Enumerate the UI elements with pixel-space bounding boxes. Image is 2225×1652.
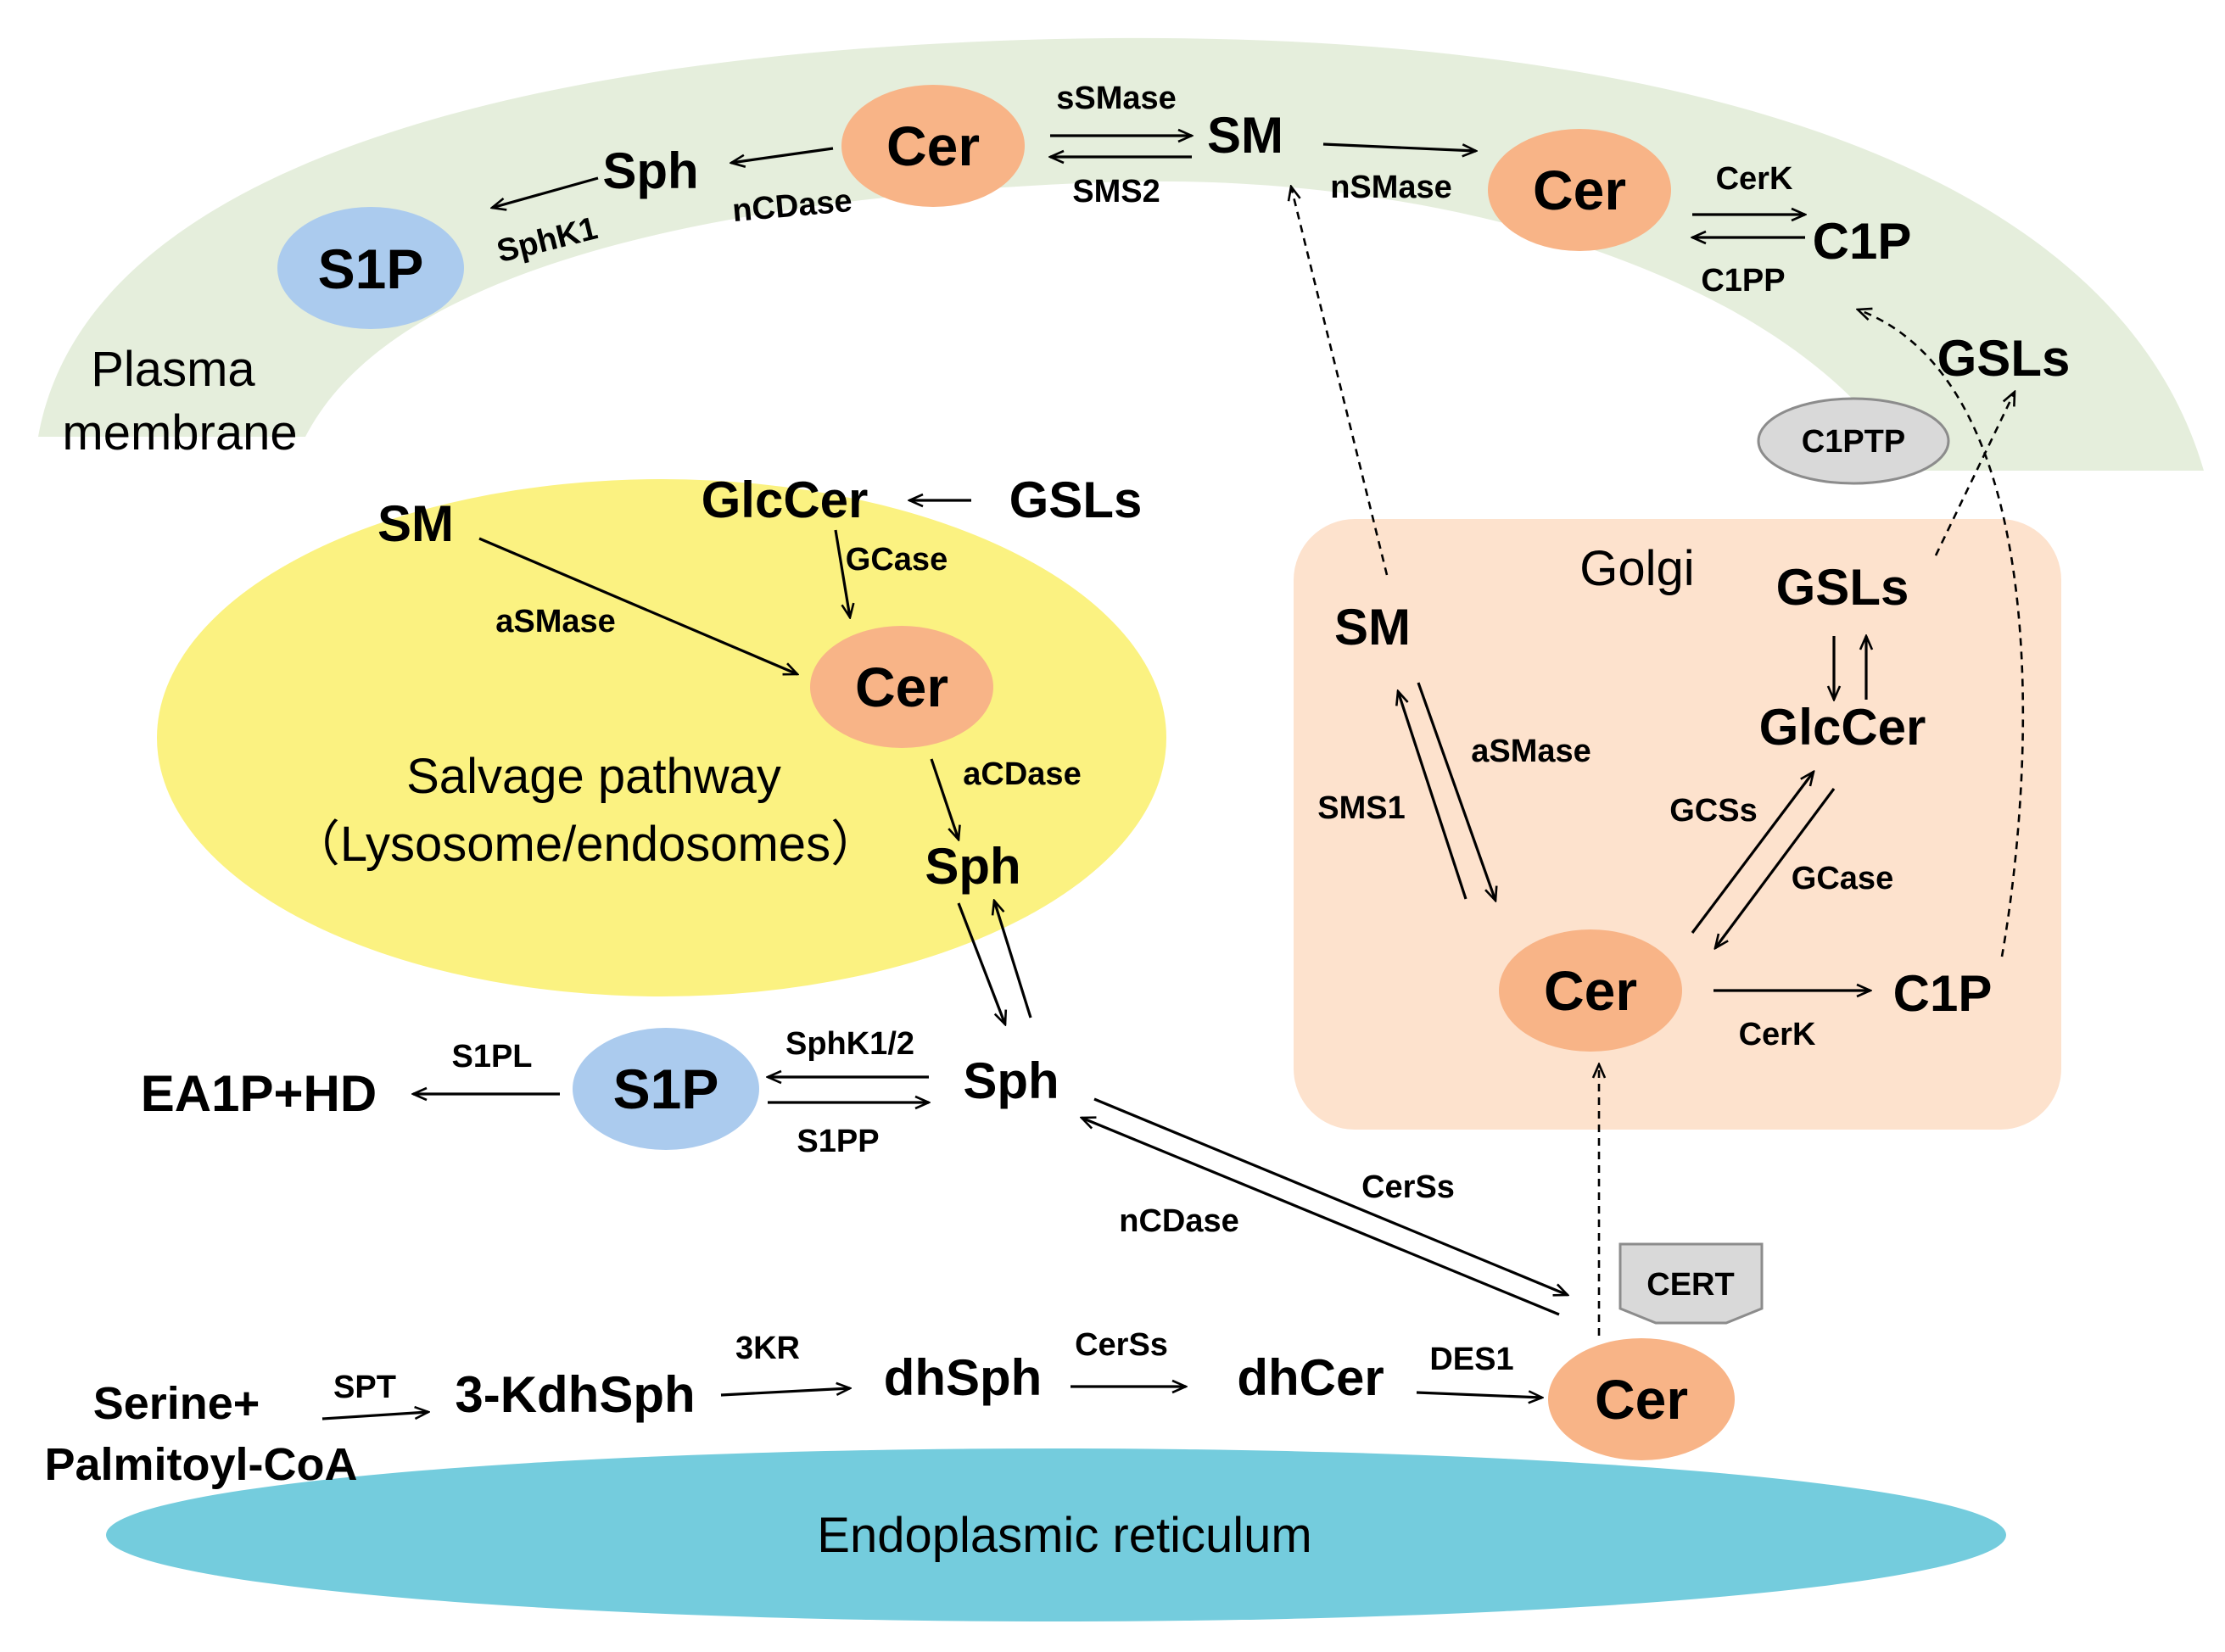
cer-label-er: Cer — [1595, 1368, 1688, 1431]
arrow-sm-to-cer-nsmase — [1322, 142, 1476, 151]
des1-label: DES1 — [1429, 1342, 1513, 1377]
plasma-membrane-label-line2: membrane — [62, 405, 297, 460]
ncdase-label-cytosol: nCDase — [1119, 1203, 1239, 1239]
cerk-label-golgi: CerK — [1739, 1017, 1816, 1052]
cer-node-lysosome — [810, 626, 993, 748]
er-region — [106, 1448, 2006, 1621]
arrow-dhcer-to-cer — [1416, 1392, 1542, 1398]
gsls-label-lys: GSLs — [1009, 472, 1143, 528]
asmase-label-lys: aSMase — [495, 604, 616, 639]
cer-label-golgi: Cer — [1544, 959, 1637, 1022]
cer-node-er — [1548, 1338, 1735, 1460]
dhsph-label: dhSph — [884, 1349, 1043, 1406]
c1ptp-badge — [1757, 397, 1950, 485]
spt-label: SPT — [333, 1370, 396, 1405]
plasma-membrane-label-line1: Plasma — [91, 342, 255, 397]
arrow-sph-to-s1p-pm — [492, 176, 599, 208]
glccer-label-golgi: GlcCer — [1759, 699, 1926, 756]
arrow-cer-to-sm-golgi — [1398, 691, 1467, 900]
serine-label: Serine+ — [93, 1378, 260, 1429]
ea1p-hd-label: EA1P+HD — [141, 1065, 377, 1122]
arrow-cer-to-sph-lys — [930, 758, 959, 840]
s1p-label-cytosol: S1P — [613, 1058, 719, 1120]
c1pp-label: C1PP — [1701, 263, 1785, 299]
arrow-sm-to-cer-lys — [478, 537, 797, 676]
c1p-label-golgi: C1P — [1893, 965, 1993, 1022]
er-label: Endoplasmic reticulum — [817, 1508, 1311, 1563]
s1p-label-pm: S1P — [318, 237, 424, 300]
cer-node-pm-1 — [841, 85, 1025, 207]
salvage-pathway-label: Salvage pathway — [406, 749, 781, 804]
golgi-region — [1294, 519, 2061, 1130]
arrow-serine-to-kdhsph — [321, 1412, 428, 1420]
sms2-label: SMS2 — [1072, 174, 1160, 209]
cerss-label-cytosol: CerSs — [1361, 1169, 1455, 1205]
sm-label-golgi: SM — [1334, 599, 1411, 656]
transport-sm-golgi-to-pm — [1291, 187, 1389, 576]
sm-label-pm: SM — [1207, 107, 1283, 164]
cerss-label-denovo: CerSs — [1075, 1327, 1168, 1363]
gsls-label-golgi: GSLs — [1776, 559, 1909, 616]
cer-node-golgi — [1499, 929, 1682, 1052]
salvage-lysosome-region — [157, 479, 1166, 996]
s1p-node-pm — [277, 207, 464, 329]
dhcer-label: dhCer — [1237, 1349, 1384, 1406]
arrow-cer-to-glccer-golgi — [1691, 772, 1814, 934]
s1p-node-cytosol — [573, 1028, 759, 1150]
gsls-label-pm: GSLs — [1937, 330, 2071, 387]
sph-label-lys: Sph — [925, 838, 1020, 895]
ssmase-label: sSMase — [1056, 81, 1177, 116]
arrow-sm-to-cer-golgi — [1417, 682, 1495, 901]
arrow-cer-to-sph-ncdase — [1082, 1118, 1560, 1316]
plasma-membrane-region — [38, 37, 2204, 472]
golgi-label: Golgi — [1579, 541, 1694, 596]
arrow-sph-to-cer-cerss — [1093, 1097, 1568, 1295]
gcase-label-lys: GCase — [846, 542, 948, 578]
arrow-kdhsph-to-dhsph — [720, 1388, 850, 1397]
lysosome-endosomes-label: （Lysosome/endosomes） — [291, 817, 880, 872]
asmase-label-golgi: aSMase — [1471, 734, 1591, 769]
sm-label-lys: SM — [377, 495, 454, 552]
sph-label-cytosol: Sph — [963, 1052, 1059, 1109]
arrow-sph-cytosol-to-lys — [994, 901, 1032, 1019]
cer-node-pm-2 — [1488, 129, 1671, 251]
arrow-cer-to-sph-pm — [731, 147, 834, 163]
c1p-label-pm: C1P — [1813, 213, 1912, 270]
kr3-label: 3KR — [735, 1331, 800, 1366]
kdhsph-label: 3-KdhSph — [455, 1366, 695, 1423]
gcase-label-golgi: GCase — [1792, 861, 1893, 896]
cer-label-lys: Cer — [855, 656, 948, 718]
sms1-label: SMS1 — [1317, 790, 1405, 826]
s1pp-label: S1PP — [797, 1124, 879, 1159]
s1pl-label: S1PL — [451, 1039, 532, 1074]
cert-label: CERT — [1646, 1267, 1734, 1303]
plasma-membrane-label: Plasma membrane — [62, 342, 297, 460]
arrow-glccer-to-cer-lys — [834, 529, 850, 617]
palmitoyl-coa-label: Palmitoyl-CoA — [44, 1439, 357, 1490]
acdase-label: aCDase — [963, 756, 1081, 792]
cert-badge — [1618, 1242, 1764, 1325]
c1ptp-label: C1PTP — [1802, 424, 1905, 460]
glccer-label-lys: GlcCer — [702, 472, 869, 528]
nsmase-label: nSMase — [1330, 170, 1452, 205]
cer-label-pm-2: Cer — [1533, 159, 1626, 221]
arrow-glccer-to-cer-golgi — [1715, 788, 1836, 948]
sph-label-pm: Sph — [602, 142, 698, 199]
gcss-label: GCSs — [1669, 793, 1757, 829]
arrow-sph-lys-to-cytosol — [957, 902, 1005, 1024]
sphk12-label: SphK1/2 — [785, 1026, 914, 1062]
cerk-label-pm: CerK — [1716, 161, 1793, 197]
transport-gsls-golgi-to-pm — [1934, 392, 2015, 556]
cer-label-pm-1: Cer — [886, 114, 980, 177]
transport-c1p-golgi-to-pm — [1858, 310, 2025, 957]
